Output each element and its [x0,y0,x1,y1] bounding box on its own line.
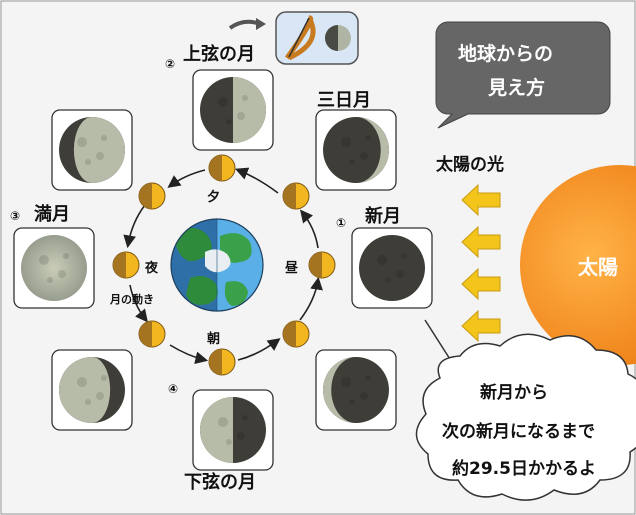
full-moon-label: 満月 [34,203,70,225]
phase-box-waxing-gibbous [52,110,132,190]
sunlight-arrow [462,185,500,215]
crescent-label: 三日月 [317,90,371,111]
first-quarter-label: 上弦の月 [183,43,255,65]
moon-motion-label: 月の動き [109,292,154,306]
sunlight-arrow [462,311,500,341]
time-morning: 朝 [207,331,220,347]
sun-label: 太陽 [578,255,618,279]
view-callout-line1: 地球からの [458,42,553,65]
speech-line3: 約29.5日かかるよ [452,458,596,479]
orbit-moon [283,321,309,347]
new-moon-label: 新月 [365,205,401,227]
orbit-moon [139,183,165,209]
view-callout: 地球からの 見え方 [436,22,610,128]
phase-box-new-moon [352,228,432,308]
time-night: 夜 [144,260,159,276]
last-quarter-num: ④ [168,382,178,396]
phase-box-last-quarter [193,390,273,470]
sunlight-arrows [462,185,500,341]
phase-box-waning-crescent [316,350,396,430]
curved-arrow-icon [230,22,260,28]
sunlight-arrow [462,227,500,257]
orbit-moon [139,321,165,347]
sunlight-label: 太陽の光 [436,154,504,175]
orbit-moon [209,155,235,181]
phase-box-waning-gibbous [52,350,132,430]
phase-box-crescent [316,110,396,190]
orbit-moon [309,252,335,278]
view-callout-line2: 見え方 [488,76,545,99]
first-quarter-num: ② [165,57,175,71]
speech-line2: 次の新月になるまで [442,421,595,442]
earth [171,215,267,315]
phase-box-full-moon [14,228,94,308]
new-moon-num: ① [336,216,346,230]
sunlight-arrow [462,269,500,299]
phase-box-first-quarter [193,70,273,150]
orbit-moon [283,183,309,209]
speech-line1: 新月から [480,382,548,403]
last-quarter-label: 下弦の月 [184,471,256,493]
orbit-moon [209,349,235,375]
time-evening: 夕 [207,189,220,205]
time-day: 昼 [285,260,298,276]
full-moon-num: ③ [10,209,20,223]
orbit-moon [113,252,139,278]
